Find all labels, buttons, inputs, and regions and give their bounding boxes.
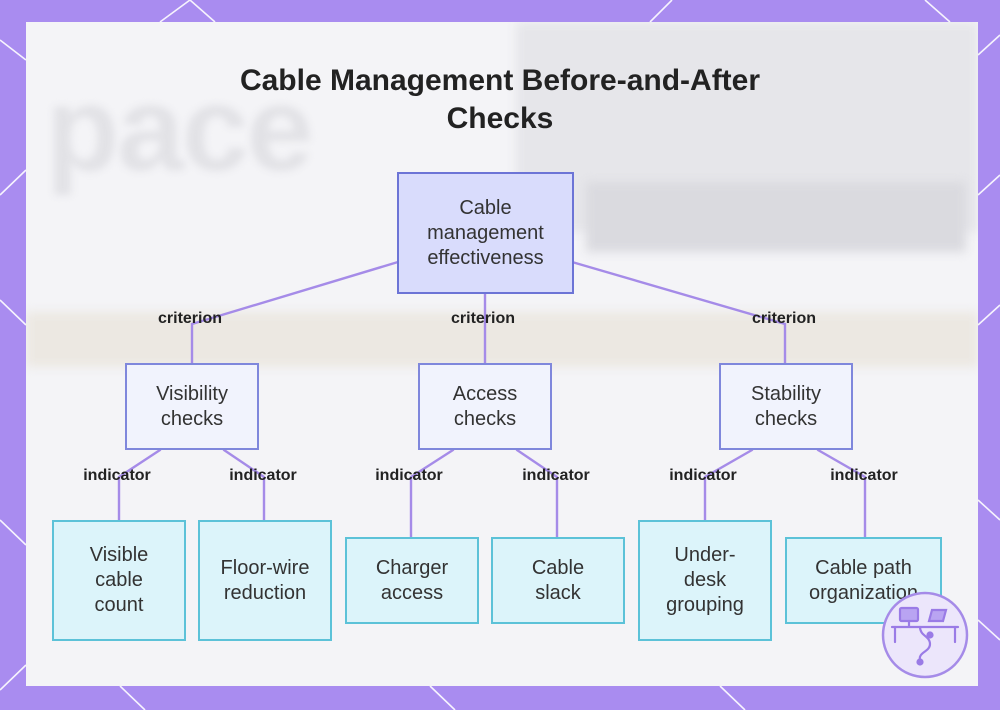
connector-root-stability [570, 260, 787, 365]
edge-label-indicator: indicator [830, 467, 898, 484]
root-node[interactable]: Cable management effectiveness [397, 172, 574, 294]
background-watermark-text: pace [46, 62, 314, 196]
criterion-node-stability[interactable]: Stability checks [719, 363, 853, 450]
root-node-label: Cable management effectiveness [427, 196, 544, 269]
indicator-node-visible-cable-count[interactable]: Visible cable count [52, 520, 186, 641]
edge-label-criterion: criterion [157, 310, 223, 327]
connector-access-charger [409, 448, 455, 539]
connector-visibility-floor [222, 448, 266, 522]
background-photo-shelf [586, 182, 966, 252]
criterion-node-visibility[interactable]: Visibility checks [125, 363, 259, 450]
indicator-node-cable-path-organization[interactable]: Cable path organization [785, 537, 942, 624]
edge-label-indicator: indicator [83, 467, 151, 484]
indicator-label: Visible cable count [89, 544, 149, 616]
background-photo-desk [26, 312, 978, 367]
connector-access-slack [515, 448, 559, 539]
indicator-label: Floor-wire reduction [220, 556, 310, 604]
indicator-node-charger-access[interactable]: Charger access [345, 537, 479, 624]
edge-label-criterion: criterion [450, 310, 516, 327]
indicator-label: Charger access [375, 556, 449, 604]
connector-stability-underdesk [703, 448, 754, 522]
indicator-label: Cable slack [531, 556, 585, 604]
indicator-node-floor-wire-reduction[interactable]: Floor-wire reduction [198, 520, 332, 641]
edge-label-indicator: indicator [229, 467, 297, 484]
indicator-node-under-desk-grouping[interactable]: Under-desk grouping [638, 520, 772, 641]
edge-label-indicator: indicator [522, 467, 590, 484]
criterion-label: Visibility checks [156, 382, 228, 430]
edge-label-indicator: indicator [669, 467, 737, 484]
diagram-title: Cable Management Before-and-After Checks [239, 64, 761, 135]
edge-label-indicator: indicator [375, 467, 443, 484]
edge-label-criterion: criterion [751, 310, 817, 327]
criterion-label: Stability checks [750, 382, 822, 430]
indicator-label: Cable path organization [809, 556, 918, 604]
connector-visibility-visible [117, 448, 162, 522]
connector-stability-path [816, 448, 867, 539]
connector-root-visibility [190, 260, 400, 365]
criterion-node-access[interactable]: Access checks [418, 363, 552, 450]
workspace-logo-icon [881, 591, 969, 679]
indicator-node-cable-slack[interactable]: Cable slack [491, 537, 625, 624]
criterion-label: Access checks [452, 382, 518, 430]
indicator-label: Under-desk grouping [666, 544, 744, 616]
